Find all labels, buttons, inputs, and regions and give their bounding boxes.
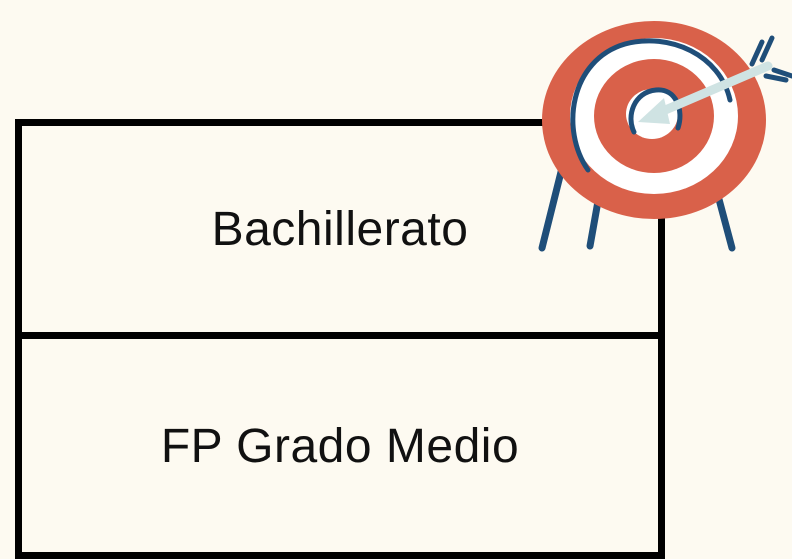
target-blue-outline [570,38,733,173]
target-bullseye-outline [628,87,683,135]
level-label-fp-grado-medio: FP Grado Medio [160,420,520,473]
level-label-bachillerato: Bachillerato [211,202,469,256]
target-with-arrow-icon [538,21,792,252]
level-box-fp-grado-medio: FP Grado Medio [15,332,665,559]
arrow-icon [638,35,792,124]
